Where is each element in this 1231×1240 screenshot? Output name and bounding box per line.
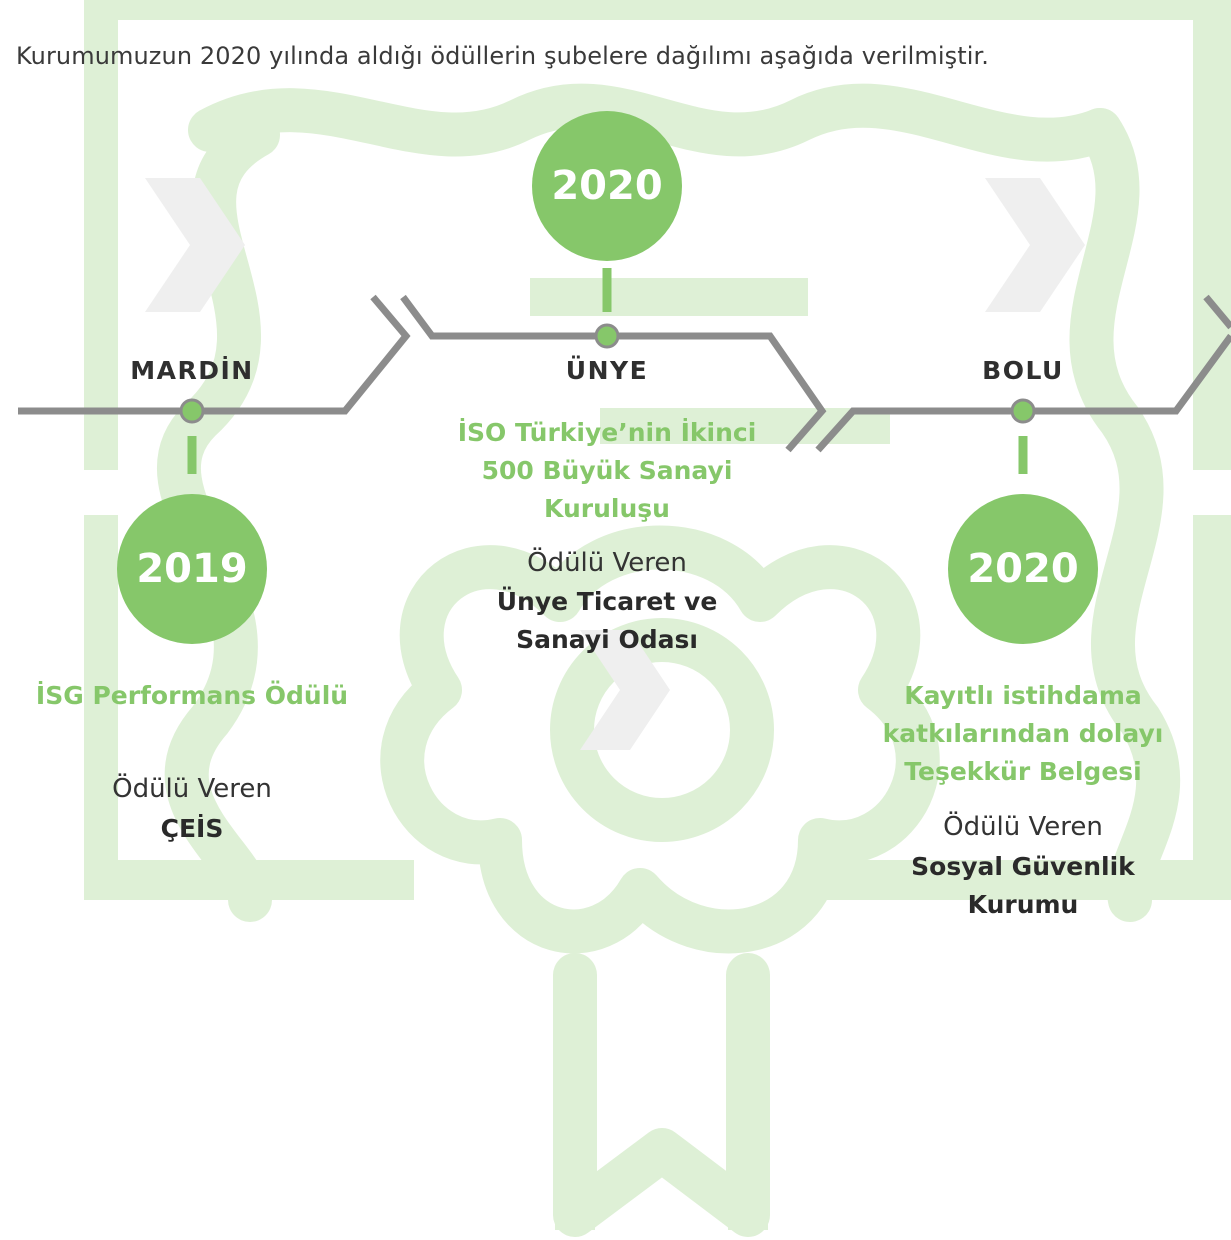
giver-label-mardin: Ödülü Veren	[112, 774, 272, 804]
giver-bolu: Sosyal Güvenlik Kurumu	[911, 852, 1135, 919]
giver-unye: Ünye Ticaret ve Sanayi Odası	[496, 587, 718, 654]
year-badge-mardin: 2019	[117, 494, 267, 644]
intro-text: Kurumumuzun 2020 yılında aldığı ödülleri…	[16, 42, 989, 70]
connectors	[187, 268, 1028, 474]
city-label-unye: ÜNYE	[565, 356, 649, 385]
city-label-bolu: BOLU	[982, 356, 1064, 385]
ribbon-watermark	[156, 83, 1181, 1237]
award-title-bolu: Kayıtlı istihdama katkılarından dolayı T…	[882, 681, 1164, 786]
award-title-unye: İSO Türkiye’nin İkinci 500 Büyük Sanayi …	[457, 418, 757, 523]
giver-label-unye: Ödülü Veren	[527, 548, 687, 578]
year-badge-unye: 2020	[532, 111, 682, 261]
award-title-mardin: İSG Performans Ödülü	[35, 681, 349, 710]
timeline-dots	[179, 323, 1036, 424]
year-badge-bolu: 2020	[948, 494, 1098, 644]
city-label-mardin: MARDİN	[130, 356, 254, 385]
chevron-watermark	[145, 178, 1085, 750]
giver-mardin: ÇEİS	[160, 814, 224, 843]
giver-label-bolu: Ödülü Veren	[943, 812, 1103, 842]
